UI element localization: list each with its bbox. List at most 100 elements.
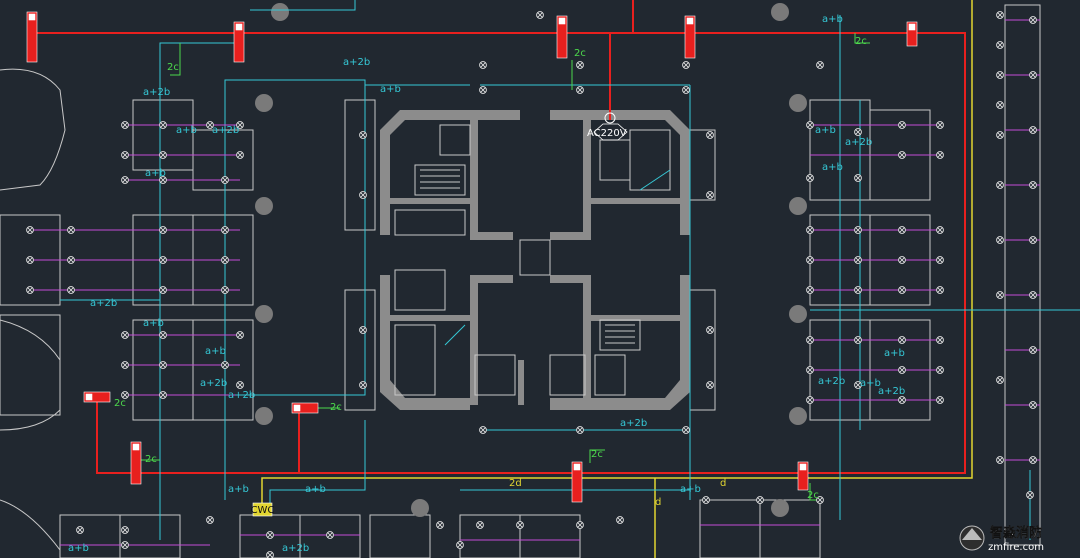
smoke-detector-icon: [76, 526, 84, 534]
smoke-detector-icon: [359, 381, 367, 389]
cable-label: 2c: [114, 398, 126, 409]
smoke-detector-icon: [1029, 346, 1037, 354]
cable-label: 2c: [855, 36, 867, 47]
smoke-detector-icon: [898, 151, 906, 159]
smoke-detector-icon: [806, 396, 814, 404]
smoke-detector-icon: [121, 541, 129, 549]
cable-label: a+b: [228, 484, 249, 495]
alarm-button-icon: [130, 441, 142, 485]
smoke-detector-icon: [806, 226, 814, 234]
smoke-detector-icon: [996, 71, 1004, 79]
smoke-detector-icon: [159, 331, 167, 339]
alarm-button-icon: [83, 391, 111, 403]
smoke-detector-icon: [26, 286, 34, 294]
smoke-detector-icon: [996, 236, 1004, 244]
smoke-detector-icon: [816, 61, 824, 69]
smoke-detector-icon: [996, 376, 1004, 384]
cable-label: a+b: [68, 543, 89, 554]
smoke-detector-icon: [806, 256, 814, 264]
alarm-button-icon: [291, 402, 319, 414]
alarm-button-icon: [556, 15, 568, 59]
smoke-detector-icon: [536, 11, 544, 19]
alarm-button-icon: [684, 15, 696, 59]
smoke-detector-icon: [806, 174, 814, 182]
smoke-detector-icon: [221, 226, 229, 234]
smoke-detectors: [26, 11, 1037, 558]
cable-label: 2d: [509, 478, 522, 489]
smoke-detector-icon: [936, 151, 944, 159]
smoke-detector-icon: [159, 361, 167, 369]
smoke-detector-icon: [159, 121, 167, 129]
smoke-detector-icon: [576, 61, 584, 69]
smoke-detector-icon: [26, 256, 34, 264]
smoke-detector-icon: [854, 128, 862, 136]
cable-labels-green: 2c 2c 2c 2c 2c 2c 2c 2c: [114, 36, 867, 501]
cable-label: d: [720, 478, 726, 489]
smoke-detector-icon: [816, 496, 824, 504]
cable-label: 2c: [591, 449, 603, 460]
smoke-detector-icon: [1029, 71, 1037, 79]
smoke-detector-icon: [936, 121, 944, 129]
smoke-detector-icon: [1029, 401, 1037, 409]
smoke-detector-icon: [26, 226, 34, 234]
smoke-detector-icon: [359, 131, 367, 139]
smoke-detector-icon: [1026, 491, 1034, 499]
cable-label: a+b: [176, 125, 197, 136]
cable-label: a+b: [815, 125, 836, 136]
cable-label: 2c: [807, 490, 819, 501]
core-walls: [380, 110, 690, 410]
smoke-detector-icon: [221, 176, 229, 184]
smoke-detector-icon: [159, 391, 167, 399]
smoke-detector-icon: [159, 286, 167, 294]
cable-label: a+b: [143, 318, 164, 329]
left-structure-outline: [0, 68, 66, 551]
smoke-detector-icon: [706, 326, 714, 334]
junction-box: CWC: [251, 502, 274, 517]
smoke-detector-icon: [898, 121, 906, 129]
smoke-detector-icon: [996, 456, 1004, 464]
smoke-detector-icon: [936, 226, 944, 234]
smoke-detector-icon: [121, 151, 129, 159]
smoke-detector-icon: [898, 336, 906, 344]
cable-label: a+b: [822, 14, 843, 25]
smoke-detector-icon: [121, 391, 129, 399]
smoke-detector-icon: [236, 151, 244, 159]
watermark-logo-icon: [959, 525, 985, 551]
smoke-detector-icon: [1029, 16, 1037, 24]
smoke-detector-icon: [706, 131, 714, 139]
smoke-detector-icon: [516, 521, 524, 529]
smoke-detector-icon: [1029, 236, 1037, 244]
smoke-detector-icon: [682, 426, 690, 434]
branch-wires: [30, 19, 1040, 546]
smoke-detector-icon: [996, 291, 1004, 299]
smoke-detector-icon: [67, 286, 75, 294]
smoke-detector-icon: [236, 121, 244, 129]
cable-label: a+b: [380, 84, 401, 95]
smoke-detector-icon: [221, 286, 229, 294]
cable-label: a+b: [860, 378, 881, 389]
cable-labels-yellow: 2d d d: [509, 478, 726, 508]
smoke-detector-icon: [476, 521, 484, 529]
cable-label: a+2b: [845, 137, 872, 148]
smoke-detector-icon: [206, 516, 214, 524]
cable-label: a+b: [145, 168, 166, 179]
smoke-detector-icon: [854, 174, 862, 182]
smoke-detector-icon: [206, 121, 214, 129]
smoke-detector-icon: [936, 366, 944, 374]
smoke-detector-icon: [682, 61, 690, 69]
cable-label: a+b: [205, 346, 226, 357]
smoke-detector-icon: [706, 381, 714, 389]
smoke-detector-icon: [854, 286, 862, 294]
smoke-detector-icon: [121, 331, 129, 339]
cable-label: d: [655, 497, 661, 508]
cable-label: a+2b: [143, 87, 170, 98]
smoke-detector-icon: [236, 331, 244, 339]
smoke-detector-icon: [1029, 456, 1037, 464]
cable-label: a+2b: [620, 418, 647, 429]
smoke-detector-icon: [854, 381, 862, 389]
smoke-detector-icon: [996, 101, 1004, 109]
smoke-detector-icon: [67, 256, 75, 264]
smoke-detector-icon: [121, 361, 129, 369]
smoke-detector-icon: [806, 336, 814, 344]
cable-label: a+b: [680, 484, 701, 495]
